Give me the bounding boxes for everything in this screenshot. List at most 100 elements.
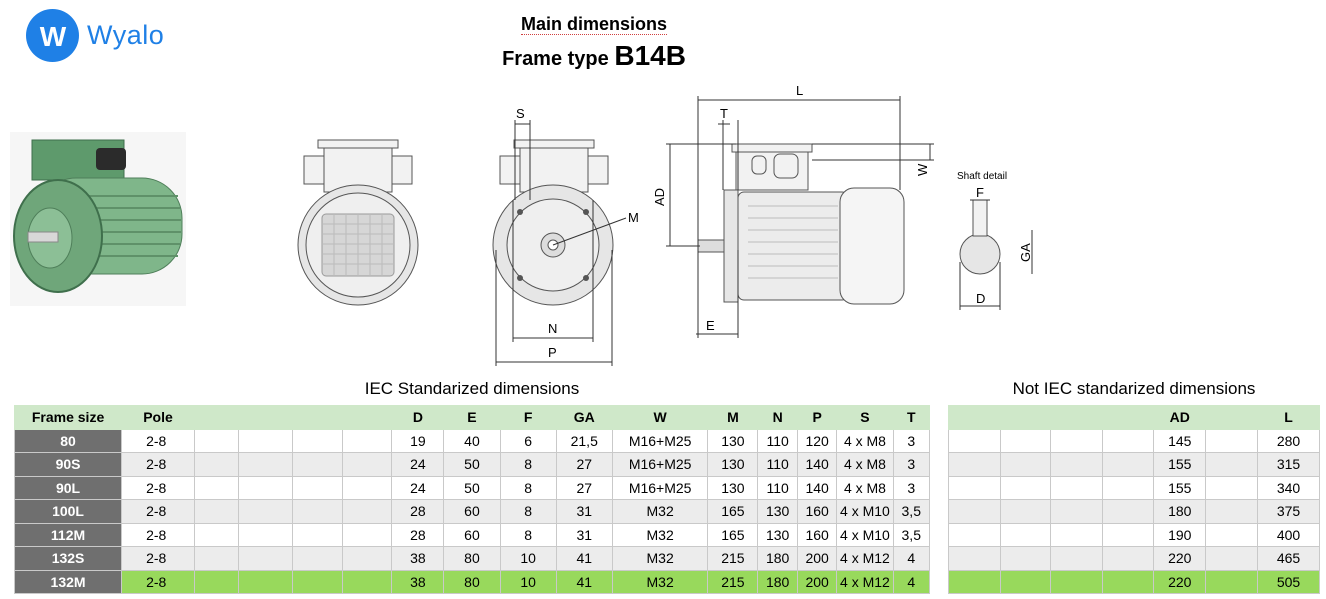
w-cell: M32 <box>611 499 709 524</box>
shaft-detail-label: Shaft detail <box>957 171 1008 182</box>
frame-type-prefix: Frame type <box>502 48 609 70</box>
header-l: L <box>1257 405 1320 430</box>
motor-photo <box>10 132 186 306</box>
m-cell: 165 <box>707 522 759 547</box>
ga-cell: 41 <box>555 546 613 571</box>
t-cell: 3 <box>892 428 931 453</box>
header-n: N <box>757 405 798 430</box>
ga-cell: 27 <box>555 475 613 500</box>
e-cell: 50 <box>443 475 501 500</box>
header-p: P <box>796 405 838 430</box>
header-ga: GA <box>555 405 613 430</box>
ga-cell: 41 <box>555 569 613 594</box>
s-cell: 4 x M12 <box>836 546 894 571</box>
table-row: 90S 2-8 24 50 8 27 M16+M25 130 110 140 4… <box>13 452 931 477</box>
table-row: 80 2-8 19 40 6 21,5 M16+M25 130 110 120 … <box>13 428 931 453</box>
frame-size-cell: 100L <box>13 499 123 524</box>
ad-cell: 180 <box>1153 499 1207 524</box>
f-cell: 8 <box>499 452 557 477</box>
header-pole: Pole <box>121 405 195 430</box>
pole-cell: 2-8 <box>121 569 195 594</box>
dim-label-ga: GA <box>1018 243 1033 262</box>
table-header-row: Frame size Pole D E F GA W M N P S T <box>13 405 931 430</box>
header-t: T <box>892 405 931 430</box>
dim-label-w: W <box>915 163 930 176</box>
ad-cell: 190 <box>1153 522 1207 547</box>
d-cell: 24 <box>391 452 445 477</box>
header-frame-size: Frame size <box>13 405 123 430</box>
table-row: 220 465 <box>948 546 1320 571</box>
ga-cell: 31 <box>555 522 613 547</box>
p-cell: 120 <box>796 428 838 453</box>
f-cell: 10 <box>499 546 557 571</box>
f-cell: 8 <box>499 499 557 524</box>
w-cell: M32 <box>611 569 709 594</box>
w-cell: M32 <box>611 522 709 547</box>
header-ad: AD <box>1153 405 1207 430</box>
iec-dimensions-table: Frame size Pole D E F GA W M N P S T 80 … <box>13 405 931 594</box>
ad-cell: 155 <box>1153 475 1207 500</box>
ad-cell: 220 <box>1153 546 1207 571</box>
ga-cell: 31 <box>555 499 613 524</box>
header-e: E <box>443 405 501 430</box>
n-cell: 110 <box>757 428 798 453</box>
m-cell: 130 <box>707 475 759 500</box>
frame-size-cell: 80 <box>13 428 123 453</box>
l-cell: 340 <box>1257 475 1320 500</box>
frame-size-cell: 132S <box>13 546 123 571</box>
motor-drawings: M S N P <box>10 83 1033 366</box>
header-w: W <box>611 405 709 430</box>
pole-cell: 2-8 <box>121 522 195 547</box>
header-f: F <box>499 405 557 430</box>
header-m: M <box>707 405 759 430</box>
dim-label-d: D <box>976 291 985 306</box>
m-cell: 130 <box>707 428 759 453</box>
s-cell: 4 x M8 <box>836 428 894 453</box>
s-cell: 4 x M12 <box>836 569 894 594</box>
l-cell: 465 <box>1257 546 1320 571</box>
header-s: S <box>836 405 894 430</box>
brand-name: Wyalo <box>87 20 165 50</box>
l-cell: 280 <box>1257 428 1320 453</box>
e-cell: 40 <box>443 428 501 453</box>
t-cell: 3 <box>892 475 931 500</box>
table-row: 112M 2-8 28 60 8 31 M32 165 130 160 4 x … <box>13 522 931 547</box>
m-cell: 215 <box>707 546 759 571</box>
e-cell: 50 <box>443 452 501 477</box>
d-cell: 28 <box>391 522 445 547</box>
l-cell: 375 <box>1257 499 1320 524</box>
ad-cell: 155 <box>1153 452 1207 477</box>
frame-type-code: B14B <box>614 40 686 71</box>
frame-size-cell: 112M <box>13 522 123 547</box>
frame-size-cell: 90L <box>13 475 123 500</box>
m-cell: 165 <box>707 499 759 524</box>
header-d: D <box>391 405 445 430</box>
w-cell: M16+M25 <box>611 428 709 453</box>
pole-cell: 2-8 <box>121 546 195 571</box>
m-cell: 130 <box>707 452 759 477</box>
non-iec-caption: Not IEC standarized dimensions <box>1012 379 1256 398</box>
ga-cell: 21,5 <box>555 428 613 453</box>
w-cell: M16+M25 <box>611 475 709 500</box>
iec-caption: IEC Standarized dimensions <box>364 379 580 398</box>
n-cell: 130 <box>757 522 798 547</box>
ad-cell: 145 <box>1153 428 1207 453</box>
dim-label-p: P <box>548 345 557 360</box>
side-view-drawing: L T AD W E <box>652 83 934 338</box>
d-cell: 38 <box>391 546 445 571</box>
e-cell: 80 <box>443 569 501 594</box>
p-cell: 200 <box>796 546 838 571</box>
dim-label-e: E <box>706 318 715 333</box>
n-cell: 180 <box>757 569 798 594</box>
dim-label-ad: AD <box>652 188 667 206</box>
shaft-detail-drawing: F GA D <box>959 185 1033 310</box>
frame-size-cell: 132M <box>13 569 123 594</box>
frame-type-title: Frame type B14B <box>0 40 1188 72</box>
n-cell: 180 <box>757 546 798 571</box>
rear-view-drawing <box>297 139 419 306</box>
w-cell: M16+M25 <box>611 452 709 477</box>
ga-cell: 27 <box>555 452 613 477</box>
front-view-drawing: M S N P <box>492 106 639 366</box>
